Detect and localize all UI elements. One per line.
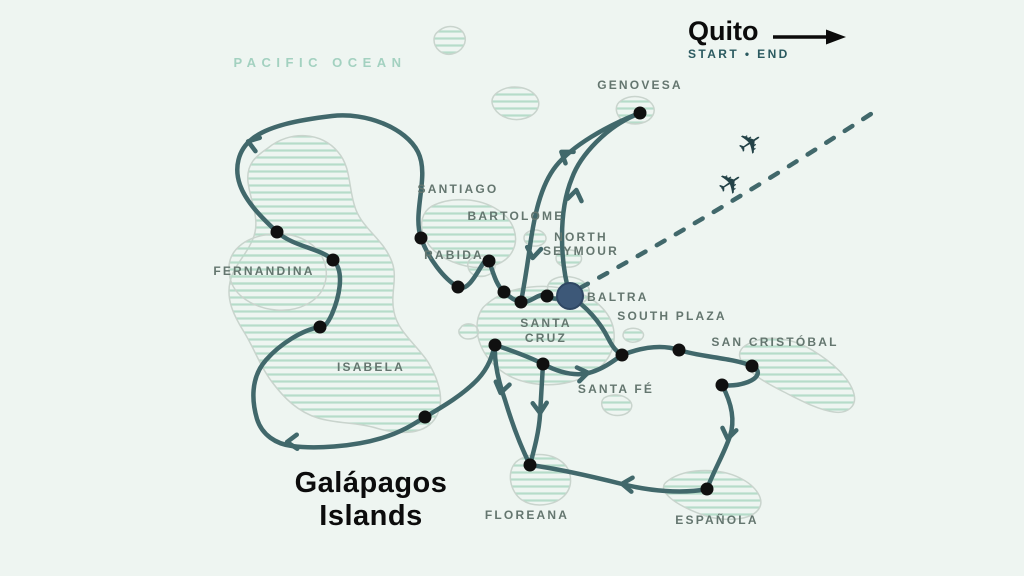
route-waypoint-dot — [700, 482, 714, 496]
route-waypoint-dot — [270, 225, 284, 239]
island-label-rabida: RABIDA — [424, 248, 484, 262]
island-shape-floreana — [509, 453, 572, 506]
route-waypoint-dot — [540, 289, 554, 303]
route-segment-to-san-cristobal — [619, 344, 760, 388]
island-label-santa-cruz-line1: SANTA — [520, 316, 571, 330]
route-waypoint-dot — [414, 231, 428, 245]
island-shape-pinzon — [458, 323, 480, 340]
quito-arrow-icon — [773, 29, 846, 45]
route-waypoint-dot — [482, 254, 496, 268]
islands-layer — [228, 25, 856, 521]
route-waypoint-dot — [745, 359, 759, 373]
route-waypoint-dot — [326, 253, 340, 267]
route-waypoint-dot — [523, 458, 537, 472]
map-title-line1: Galápagos — [295, 467, 448, 499]
island-label-genovesa: GENOVESA — [597, 78, 683, 92]
route-waypoint-dot — [497, 285, 511, 299]
route-waypoint-dot — [715, 378, 729, 392]
route-waypoint-dot — [615, 348, 629, 362]
route-waypoint-dot — [451, 280, 465, 294]
route-arrow — [284, 432, 300, 451]
island-label-santa-fe: SANTA FÉ — [578, 381, 654, 396]
origin-start-end-label: START • END — [688, 47, 790, 61]
island-label-floreana: FLOREANA — [485, 508, 569, 522]
route-arrow — [619, 475, 635, 494]
island-label-north-seymour-line2: SEYMOUR — [543, 244, 619, 258]
island-label-santiago: SANTIAGO — [418, 182, 499, 196]
route-arrow — [720, 425, 739, 442]
island-label-baltra: BALTRA — [587, 290, 649, 304]
route-segment-floreana-west — [492, 342, 533, 468]
origin-city-label: Quito — [688, 16, 758, 46]
route-waypoint-dot — [536, 357, 550, 371]
route-segment-genovesa-back — [518, 110, 643, 305]
island-label-espanola: ESPAÑOLA — [675, 512, 758, 527]
island-label-san-cristobal: SAN CRISTÓBAL — [711, 334, 838, 349]
route-arrow — [574, 365, 591, 384]
island-label-fernandina: FERNANDINA — [213, 264, 314, 278]
island-shape-fernandina — [228, 233, 328, 311]
island-label-isabela: ISABELA — [337, 360, 405, 374]
route-arrow — [245, 135, 263, 154]
route-arrow — [524, 244, 544, 261]
plane-icon: ✈ — [731, 123, 771, 166]
island-label-santa-cruz-line2: CRUZ — [525, 331, 567, 345]
route-waypoint-dot — [313, 320, 327, 334]
island-shape-santa-fe — [600, 394, 633, 417]
map-title-line2: Islands — [319, 500, 422, 532]
route-waypoint-dot — [633, 106, 647, 120]
route-segment-santa-cruz-east — [540, 352, 625, 377]
island-shape-south-plaza — [622, 327, 645, 343]
island-label-south-plaza: SOUTH PLAZA — [617, 309, 727, 323]
route-arrows — [245, 135, 739, 494]
flight-layer: ✈ ✈ — [577, 109, 877, 291]
route-waypoint-dot — [418, 410, 432, 424]
plane-icon: ✈ — [711, 163, 751, 206]
route-segment-genovesa-out — [559, 110, 643, 299]
island-shape-pinta — [433, 25, 466, 56]
route-waypoint-dot — [672, 343, 686, 357]
flight-path-dashed — [577, 109, 877, 291]
route-waypoint-dot — [514, 295, 528, 309]
route-layer — [235, 106, 760, 496]
route-arrow — [493, 379, 512, 396]
route-waypoint-dot — [488, 338, 502, 352]
route-arrow — [530, 400, 549, 416]
island-label-north-seymour-line1: NORTH — [554, 230, 608, 244]
origin-block: Quito START • END — [688, 16, 846, 61]
ocean-label: PACIFIC OCEAN — [233, 55, 406, 70]
island-label-bartolome: BARTOLOME — [468, 209, 565, 223]
route-arrow — [559, 149, 576, 166]
route-arrow — [565, 187, 584, 204]
route-waypoints — [270, 106, 759, 496]
island-shape-marchena — [491, 86, 540, 121]
labels-layer: PACIFIC OCEAN GENOVESA SANTIAGO BARTOLOM… — [213, 16, 846, 532]
start-point-marker — [556, 282, 584, 310]
